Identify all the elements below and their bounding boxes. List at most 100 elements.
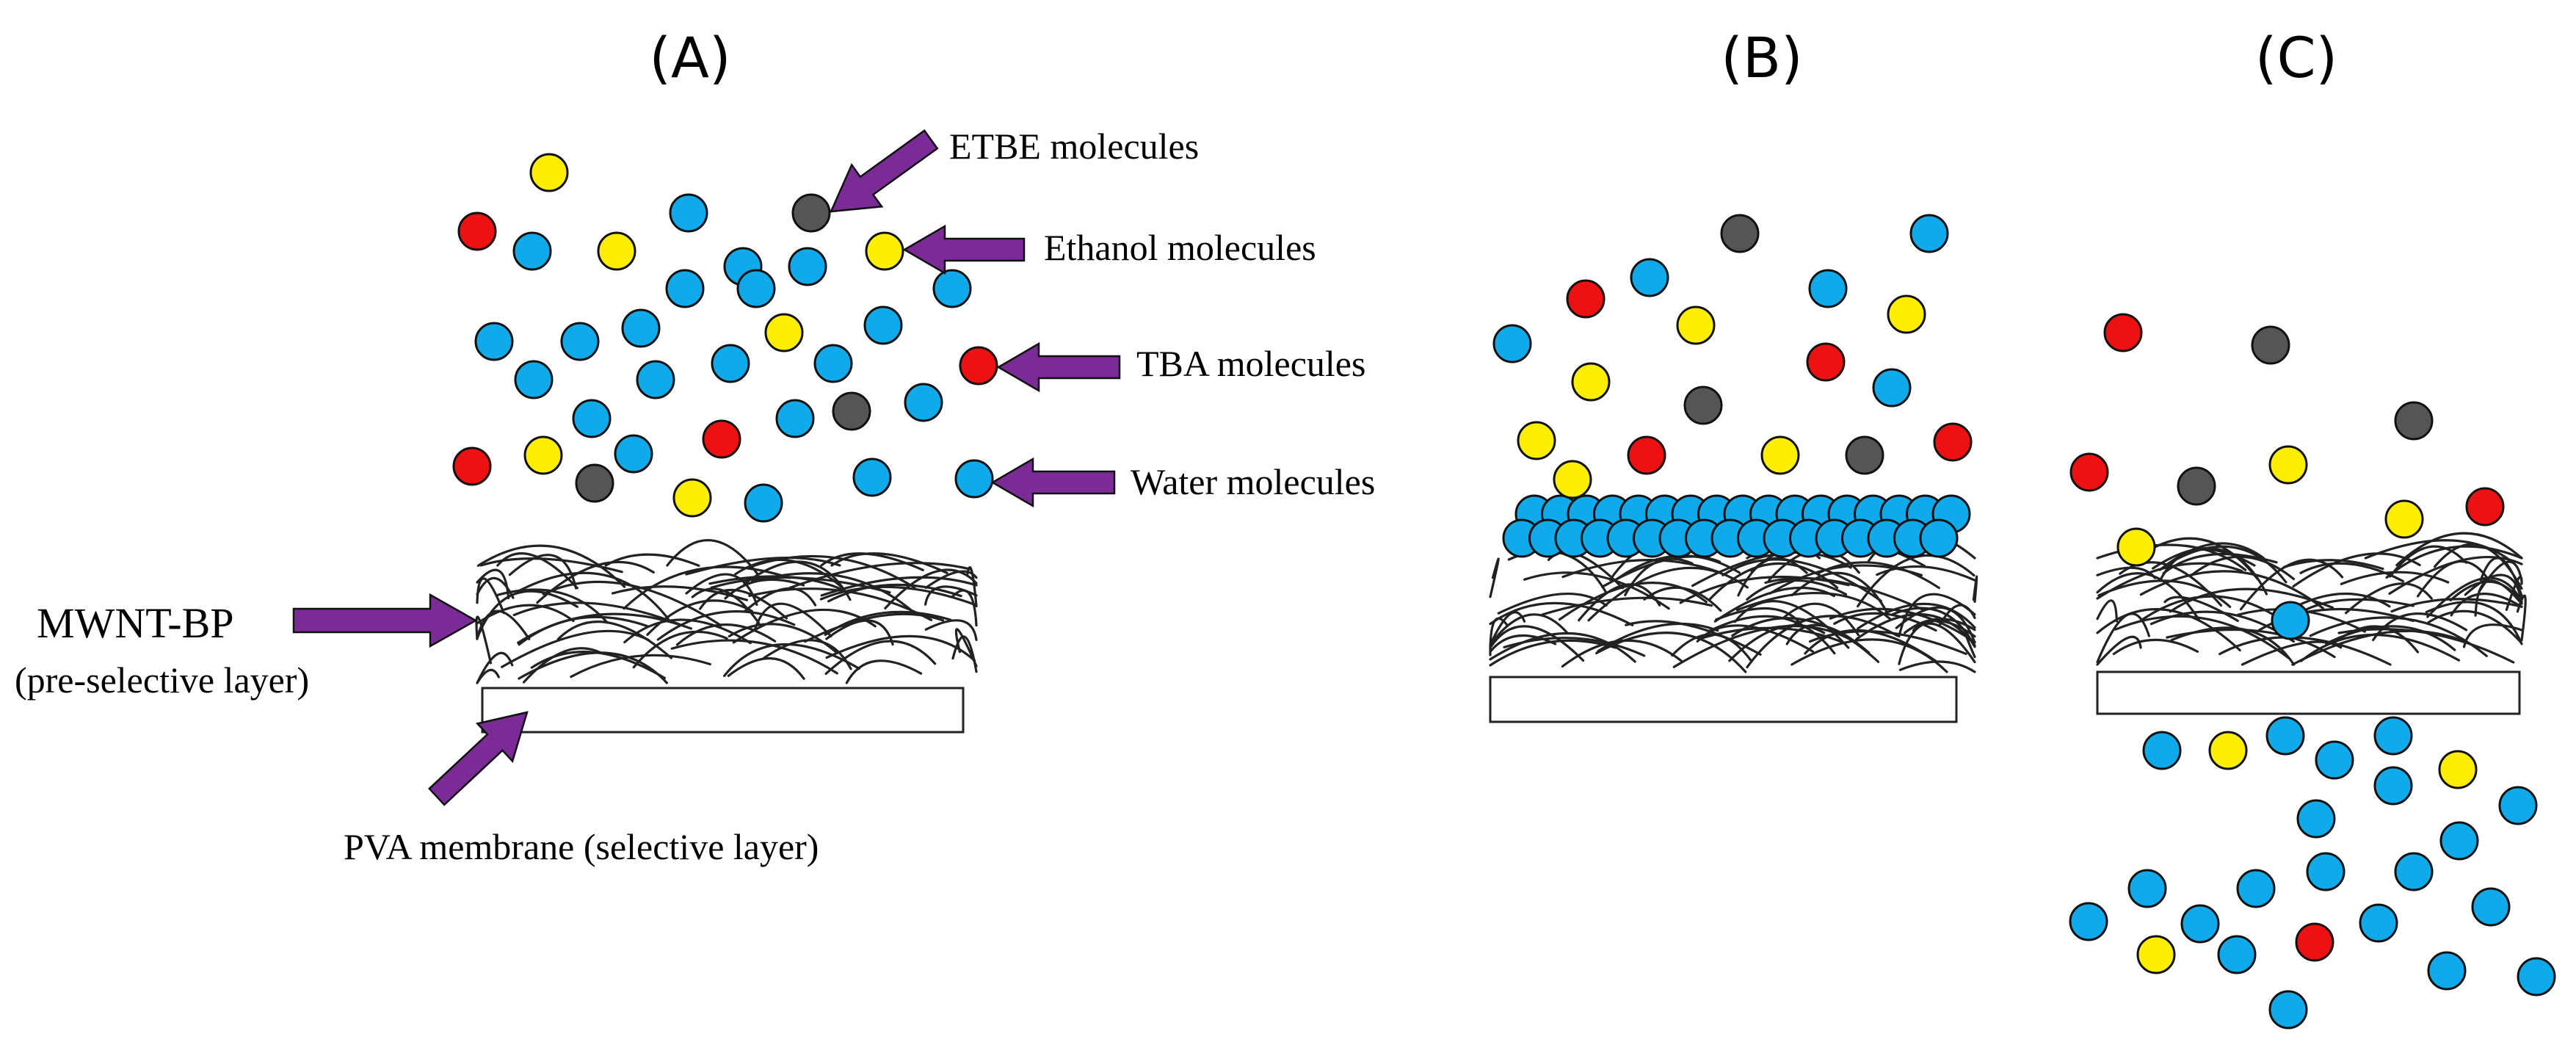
carbon-nanotube-fiber [884, 568, 978, 609]
molecules-panel-c [2069, 313, 2556, 1030]
carbon-nanotube-fiber [924, 570, 978, 589]
carbon-nanotube-fiber [1489, 632, 1636, 663]
arrow-ethanol [902, 224, 1026, 275]
mwnt-bp-layer-b [1489, 530, 1978, 673]
carbon-nanotube-fiber [1708, 562, 1839, 601]
carbon-nanotube-fiber [570, 654, 711, 679]
etbe-molecule [2177, 466, 2216, 506]
carbon-nanotube-fiber [1540, 596, 1713, 616]
ethanol-molecule [529, 153, 569, 192]
water-molecule [2394, 852, 2434, 891]
water-molecule [2265, 716, 2305, 756]
carbon-nanotube-fiber [2282, 559, 2384, 571]
carbon-nanotube-fiber [1790, 571, 1889, 614]
carbon-nanotube-fiber [2390, 598, 2523, 613]
carbon-nanotube-fiber [2462, 623, 2523, 648]
carbon-nanotube-fiber [1558, 582, 1708, 621]
carbon-nanotube-fiber [2389, 545, 2467, 578]
tba-molecule [1933, 422, 1973, 462]
carbon-nanotube-fiber [476, 668, 500, 684]
carbon-nanotube-fiber [1938, 604, 1976, 626]
etbe-molecule [791, 193, 831, 233]
etbe-molecule [2394, 401, 2434, 441]
carbon-nanotube-fiber [825, 619, 894, 646]
water-molecule [711, 344, 750, 383]
carbon-nanotube-fiber [1876, 565, 1976, 582]
carbon-nanotube-fiber [675, 623, 777, 646]
water-molecule [512, 231, 552, 271]
water-molecule [665, 269, 705, 308]
carbon-nanotube-fiber [2162, 552, 2278, 575]
carbon-nanotube-fiber [1597, 622, 1719, 653]
mwnt-bp-layer-c [2096, 532, 2527, 666]
carbon-nanotube-fiber [1964, 630, 1976, 659]
arrow-tba [996, 341, 1121, 393]
carbon-nanotube-fiber [830, 552, 948, 574]
carbon-nanotube-fiber [2300, 633, 2461, 662]
label-water-molecules: Water molecules [1131, 461, 1375, 502]
carbon-nanotube-fiber [2337, 628, 2515, 664]
carbon-nanotube-fiber [512, 601, 681, 626]
etbe-molecule [832, 391, 871, 431]
carbon-nanotube-fiber [2096, 572, 2201, 622]
water-molecule [736, 269, 776, 308]
carbon-nanotube-fiber [954, 628, 978, 667]
water-molecule [2217, 935, 2257, 974]
carbon-nanotube-fiber [517, 571, 670, 621]
carbon-nanotube-fiber [1904, 618, 1976, 634]
pva-membrane-b [1489, 676, 1958, 723]
carbon-nanotube-fiber [1764, 576, 1925, 612]
water-molecule [2427, 951, 2467, 991]
carbon-nanotube-fiber [518, 651, 668, 684]
water-molecule [954, 459, 994, 499]
carbon-nanotube-fiber [2433, 543, 2523, 590]
water-molecule [1872, 368, 1912, 408]
ethanol-molecule [865, 231, 904, 271]
tba-molecule [1806, 342, 1846, 382]
carbon-nanotube-fiber [1643, 586, 1722, 612]
water-molecule [2127, 869, 2167, 908]
etbe-molecule [1720, 214, 1760, 253]
carbon-nanotube-fiber [476, 604, 575, 625]
carbon-nanotube-fiber [542, 580, 722, 627]
ethanol-molecule [1571, 362, 1611, 402]
water-molecule [744, 483, 783, 523]
ethanol-molecule [1676, 305, 1716, 345]
water-molecule [1630, 258, 1669, 297]
carbon-nanotube-fiber [670, 639, 838, 675]
carbon-nanotube-fiber [699, 588, 788, 620]
ethanol-molecule [2208, 731, 2248, 770]
water-molecule [1808, 269, 1848, 308]
carbon-nanotube-fiber [476, 576, 515, 599]
label-pva-membrane: PVA membrane (selective layer) [344, 826, 819, 867]
tba-molecule [2103, 313, 2143, 352]
carbon-nanotube-fiber [475, 615, 493, 665]
water-molecule [2271, 601, 2310, 640]
carbon-nanotube-fiber [951, 589, 978, 627]
water-molecule [2296, 799, 2336, 839]
carbon-nanotube-fiber [476, 590, 578, 640]
carbon-nanotube-fiber [2325, 625, 2456, 651]
ethanol-molecule [1760, 435, 1800, 475]
label-pre-selective-layer: (pre-selective layer) [15, 659, 309, 701]
ethanol-molecule [2268, 445, 2308, 485]
carbon-nanotube-fiber [522, 647, 601, 684]
arrow-mwnt-bp [292, 593, 478, 648]
carbon-nanotube-fiber [732, 608, 877, 644]
ethanol-molecule [1553, 460, 1592, 499]
ethanol-molecule [597, 231, 636, 271]
carbon-nanotube-fiber [824, 640, 937, 676]
carbon-nanotube-fiber [1715, 607, 1803, 626]
carbon-nanotube-fiber [508, 554, 578, 590]
carbon-nanotube-fiber [2112, 638, 2199, 656]
water-molecule [2306, 852, 2345, 891]
water-molecule [2315, 740, 2354, 780]
water-molecule [2498, 786, 2538, 825]
panel-label-c: (C) [2255, 25, 2337, 90]
carbon-nanotube-fiber [2292, 552, 2421, 587]
carbon-nanotube-fiber [1595, 632, 1747, 673]
panel-label-b: (B) [1721, 25, 1802, 90]
carbon-nanotube-fiber [1624, 557, 1694, 596]
water-molecule [514, 360, 554, 399]
arrow-etbe [829, 129, 939, 213]
